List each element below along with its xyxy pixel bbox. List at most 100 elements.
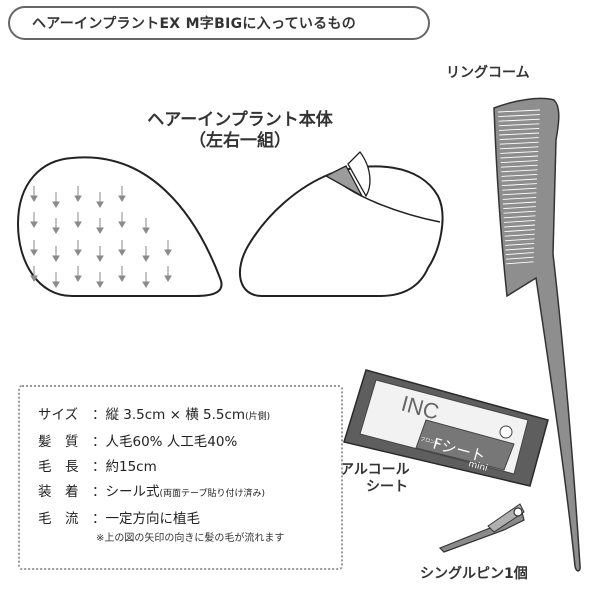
arrow-down-icon — [30, 249, 38, 256]
comb-tooth — [504, 224, 536, 228]
comb-tooth — [501, 173, 538, 177]
comb-tooth — [502, 201, 537, 205]
comb-tooth — [498, 127, 540, 131]
arrow-down-icon — [74, 249, 82, 256]
implant-title-line1: ヘアーインプラント本体 — [147, 110, 333, 130]
comb-tooth — [499, 146, 539, 150]
comb-tooth — [498, 118, 540, 122]
comb-tooth — [500, 150, 539, 154]
comb-tooth — [502, 187, 537, 191]
comb-tooth — [500, 155, 539, 159]
spec-row-hair-flow: 毛 流 ：一定方向に植毛 — [38, 507, 341, 532]
arrow-down-icon — [96, 281, 104, 288]
arrow-down-icon — [118, 221, 126, 228]
arrow-down-icon — [30, 195, 38, 202]
comb-tooth — [500, 164, 538, 168]
arrow-down-icon — [96, 227, 104, 234]
header-title: ヘアーインプラントEX M字BIGに入っているもの — [8, 6, 430, 40]
comb-tooth — [501, 183, 537, 187]
alcohol-sheet-pack: INC Fシート mini フロント — [343, 369, 549, 487]
arrow-down-icon — [74, 195, 82, 202]
hair-direction-arrow-icons — [30, 186, 172, 288]
comb-tooth — [505, 252, 534, 256]
comb-label: リングコーム — [446, 65, 530, 81]
implant-left-piece — [16, 156, 223, 297]
arrow-down-icon — [164, 249, 172, 256]
spec-row-size: サイズ ：縦 3.5cm × 横 5.5cm (片側) — [38, 403, 341, 430]
comb-tooth — [503, 219, 536, 223]
spec-row-hair-type: 髪 質 ：人毛60% 人工毛40% — [38, 430, 341, 455]
comb-tooth — [503, 215, 536, 219]
implant-right-piece — [239, 151, 444, 297]
comb-tooth — [498, 114, 540, 118]
implant-title-line2: （左右一組） — [189, 131, 291, 151]
comb-tooth — [498, 123, 540, 127]
single-pin — [438, 503, 525, 553]
alcohol-sheet-label-line2: シート — [366, 479, 408, 495]
comb-tooth — [505, 247, 535, 251]
spec-value: ：シール式 — [92, 484, 160, 500]
comb-tooth — [502, 196, 537, 200]
spec-key: 毛 長 — [38, 459, 79, 475]
arrow-down-icon — [96, 255, 104, 262]
comb-tooth — [500, 160, 538, 164]
arrow-down-icon — [52, 255, 60, 262]
arrow-down-icon — [142, 227, 150, 234]
arrow-down-icon — [74, 275, 82, 282]
arrow-down-icon — [30, 275, 38, 282]
arrow-down-icon — [96, 201, 104, 208]
spec-key: 毛 流 — [38, 511, 79, 527]
pack-small-text: フロント — [419, 436, 440, 447]
comb-tooth — [499, 137, 539, 141]
arrow-down-icon — [142, 281, 150, 288]
spec-value: ：約15cm — [92, 459, 157, 475]
arrow-down-icon — [30, 221, 38, 228]
comb-tooth — [499, 141, 539, 145]
comb-tooth — [499, 132, 540, 136]
alcohol-sheet-label-line1: アルコール — [340, 462, 410, 478]
spec-footnote: ※上の図の矢印の向きに髪の毛が流れます — [96, 533, 285, 544]
comb-tooth — [497, 109, 541, 113]
pin-label: シングルピン1個 — [420, 566, 528, 582]
comb-tooth — [502, 192, 537, 196]
tape-peel — [347, 151, 371, 198]
comb-tooth — [505, 256, 534, 260]
arrow-down-icon — [74, 221, 82, 228]
spec-key: 装 着 — [38, 484, 79, 500]
spec-value: ：縦 3.5cm × 横 5.5cm — [92, 407, 246, 423]
comb-tooth — [505, 242, 535, 246]
spec-box: サイズ ：縦 3.5cm × 横 5.5cm (片側) 髪 質 ：人毛60% 人… — [18, 385, 343, 570]
arrow-down-icon — [52, 281, 60, 288]
ring-comb — [493, 97, 581, 572]
comb-tooth — [506, 261, 534, 265]
comb-tooth — [503, 210, 536, 214]
arrow-down-icon — [52, 227, 60, 234]
pack-sub-text: mini — [467, 459, 488, 474]
arrow-down-icon — [118, 275, 126, 282]
comb-tooth — [501, 169, 538, 173]
arrow-down-icon — [142, 255, 150, 262]
arrow-down-icon — [52, 201, 60, 208]
comb-tooth — [504, 238, 535, 242]
arrow-down-icon — [118, 195, 126, 202]
comb-tooth — [503, 206, 536, 210]
spec-row-hair-length: 毛 長 ：約15cm — [38, 455, 341, 480]
tape-flap — [324, 165, 364, 198]
spec-note: (片側) — [245, 412, 271, 422]
spec-key: 髪 質 — [38, 434, 79, 450]
arrow-down-icon — [118, 249, 126, 256]
implant-title: ヘアーインプラント本体 （左右一組） — [120, 110, 360, 152]
spec-value: ：一定方向に植毛 — [92, 511, 200, 527]
comb-teeth — [497, 109, 541, 265]
spec-key: サイズ — [38, 407, 79, 423]
spec-row-attachment: 装 着 ：シール式 (両面テープ貼り付け済み) — [38, 480, 341, 507]
pack-logo-icon — [499, 425, 513, 439]
spec-value: ：人毛60% 人工毛40% — [92, 434, 238, 450]
alcohol-sheet-label: アルコール シート — [340, 462, 410, 496]
comb-tooth — [504, 233, 535, 237]
comb-tooth — [501, 178, 538, 182]
spec-note: (両面テープ貼り付け済み) — [159, 489, 265, 499]
arrow-down-icon — [164, 275, 172, 282]
comb-tooth — [504, 229, 535, 233]
